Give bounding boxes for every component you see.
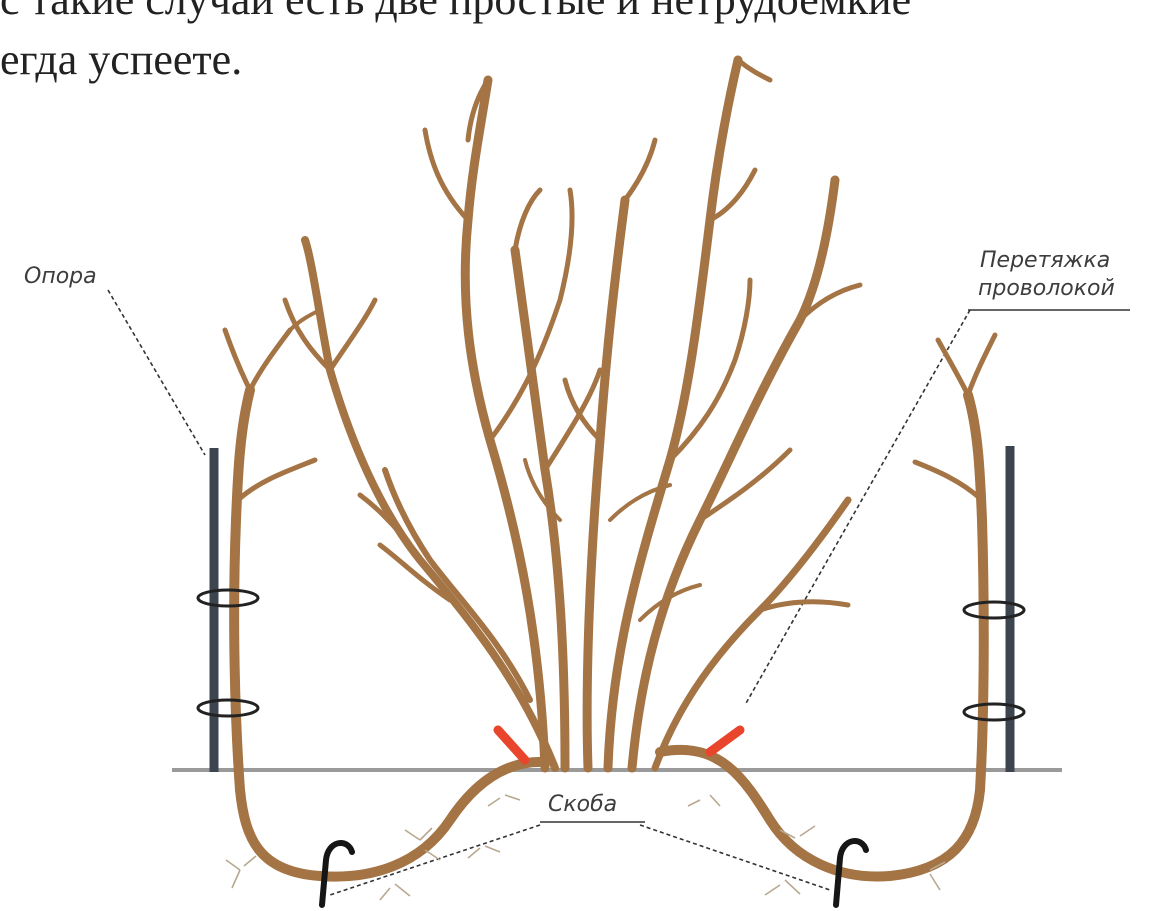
wire-label-line-2: проволокой	[978, 276, 1115, 302]
wire-label-line-1: Перетяжка	[980, 248, 1110, 274]
bush-branches	[285, 60, 860, 768]
staples	[322, 841, 866, 905]
support-label: Опора	[24, 264, 97, 290]
staple-label: Скоба	[548, 792, 617, 818]
left-pinned-branch	[225, 310, 545, 877]
